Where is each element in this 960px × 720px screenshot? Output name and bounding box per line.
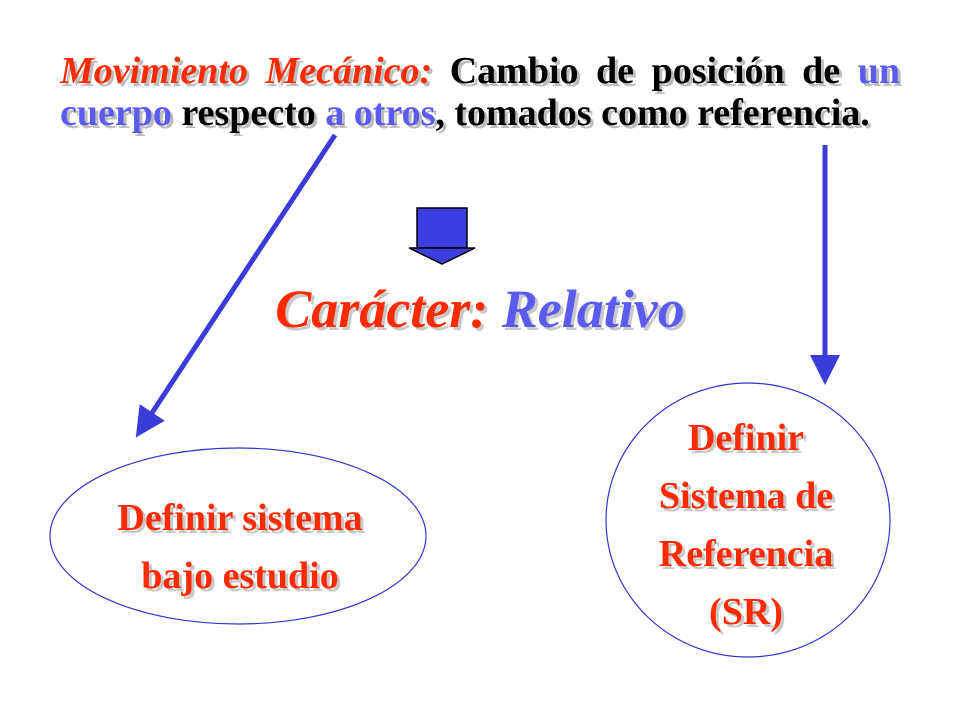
conclusion-heading: Carácter: Relativo	[0, 278, 960, 340]
down-block-arrow-icon	[408, 207, 476, 265]
reference-node-line-1: Definir	[687, 417, 805, 459]
definition-text-1: Cambio de posición de	[432, 50, 858, 92]
definition-term: Movimiento Mecánico:	[60, 50, 433, 92]
conclusion-label: Carácter:	[275, 279, 489, 339]
system-node-line-2: bajo estudio	[141, 555, 339, 597]
system-node-label: Definir sistema bajo estudio	[50, 489, 430, 605]
reference-node-line-2: Sistema de	[658, 475, 834, 517]
definition-highlight-body: un cuerpo	[60, 50, 900, 134]
definition-highlight-others: a otros	[325, 92, 436, 134]
reference-node-label: Definir Sistema de Referencia (SR)	[596, 409, 896, 641]
reference-node-line-3: Referencia	[658, 533, 834, 575]
conclusion-value: Relativo	[501, 279, 685, 339]
reference-ellipse	[605, 382, 891, 658]
definition-text-2: respecto	[171, 92, 326, 134]
definition-text-3: , tomados como referencia.	[435, 92, 870, 134]
system-ellipse	[49, 447, 427, 625]
reference-node-line-4: (SR)	[709, 591, 783, 633]
arrow-to-system-ellipse	[135, 133, 338, 438]
definition-paragraph: Movimiento Mecánico: Cambio de posición …	[60, 50, 900, 134]
system-node-line-1: Definir sistema	[117, 497, 363, 539]
